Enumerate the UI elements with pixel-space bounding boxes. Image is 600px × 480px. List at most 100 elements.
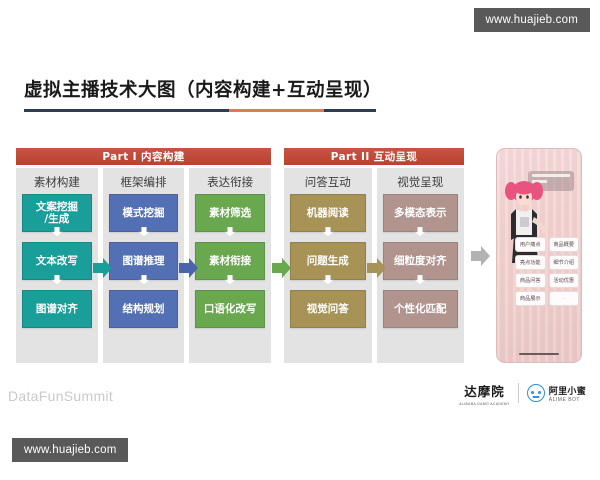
arrow-to-phone-container xyxy=(468,148,492,363)
column-1-title: 素材构建 xyxy=(33,175,80,189)
alime-bot-logo: 阿里小蜜 ALIME BOT xyxy=(526,384,586,403)
column-3-nodes: 素材筛选 素材衔接 口语化改写 xyxy=(195,194,266,356)
node-问题生成[interactable]: 问题生成 xyxy=(290,242,366,280)
node-素材衔接[interactable]: 素材衔接 xyxy=(195,242,266,280)
arrow-down-icon xyxy=(137,275,150,285)
alime-logo-en: ALIME BOT xyxy=(548,396,580,403)
column-5-title: 视觉呈现 xyxy=(397,175,444,189)
alime-face-icon xyxy=(526,384,545,403)
node-line-1: 多模态表示 xyxy=(394,206,447,219)
arrow-right-icon xyxy=(179,257,199,278)
datafunsummit-brand: DataFunSummit xyxy=(8,388,114,404)
arrow-right-icon xyxy=(92,257,112,278)
node-文案挖掘-生成[interactable]: 文案挖掘 /生成 xyxy=(22,194,92,232)
column-3-title: 表达衔接 xyxy=(207,175,254,189)
arrow-down-icon xyxy=(50,275,63,285)
arrow-down-icon xyxy=(414,227,427,237)
node-line-1: 图谱对齐 xyxy=(35,302,78,315)
node-机器阅读[interactable]: 机器阅读 xyxy=(290,194,366,232)
part-2-columns: 问答互动 机器阅读 问题生成 视觉问答 xyxy=(284,165,464,363)
phone-button-活动优惠[interactable]: 活动优惠 xyxy=(548,273,579,288)
node-文本改写[interactable]: 文本改写 xyxy=(22,242,92,280)
node-结构规划[interactable]: 结构规划 xyxy=(108,290,179,328)
phone-home-indicator xyxy=(519,352,559,355)
node-line-1: 素材衔接 xyxy=(209,254,252,267)
node-素材筛选[interactable]: 素材筛选 xyxy=(195,194,266,232)
part-2-group: Part II 互动呈现 问答互动 机器阅读 问题生成 xyxy=(284,148,464,363)
node-图谱对齐[interactable]: 图谱对齐 xyxy=(22,290,92,328)
column-4-nodes: 机器阅读 问题生成 视觉问答 xyxy=(290,194,366,356)
technology-map-diagram: Part I 内容构建 素材构建 文案挖掘 /生成 文本改写 xyxy=(16,148,584,363)
node-line-1: 图谱推理 xyxy=(122,254,165,267)
title-rule-accent-segment xyxy=(229,109,324,112)
node-line-1: 机器阅读 xyxy=(306,206,349,219)
column-5-nodes: 多模态表示 细粒度对齐 个性化匹配 xyxy=(382,194,458,356)
phone-button-用户痛点[interactable]: 用户痛点 xyxy=(515,237,546,252)
node-line-1: 问题生成 xyxy=(306,254,349,267)
node-line-1: 文案挖掘 xyxy=(35,200,78,213)
node-个性化匹配[interactable]: 个性化匹配 xyxy=(382,290,458,328)
title-rule-right-segment xyxy=(324,109,376,112)
part-1-banner: Part I 内容构建 xyxy=(16,148,271,165)
node-line-1: 文本改写 xyxy=(35,254,78,267)
column-素材构建[interactable]: 素材构建 文案挖掘 /生成 文本改写 图谱对齐 xyxy=(16,168,112,363)
phone-button-亮点功能[interactable]: 亮点功能 xyxy=(515,255,546,270)
node-line-1: 个性化匹配 xyxy=(394,302,447,315)
node-line-1: 素材筛选 xyxy=(209,206,252,219)
title-rule-left-segment xyxy=(24,109,229,112)
parts-container: Part I 内容构建 素材构建 文案挖掘 /生成 文本改写 xyxy=(16,148,468,363)
node-line-1: 结构规划 xyxy=(122,302,165,315)
damo-logo-en: ALIBABA DAMO ACADEMY xyxy=(459,401,510,406)
node-细粒度对齐[interactable]: 细粒度对齐 xyxy=(382,242,458,280)
node-line-1: 口语化改写 xyxy=(203,302,257,315)
page-title: 虚拟主播技术大图（内容构建+互动呈现） xyxy=(24,76,384,112)
arrow-down-icon xyxy=(414,275,427,285)
phone-button-商品问答[interactable]: 商品问答 xyxy=(515,273,546,288)
arrow-right-icon xyxy=(366,257,386,278)
node-line-1: 细粒度对齐 xyxy=(394,254,447,267)
page-title-text: 虚拟主播技术大图（内容构建+互动呈现） xyxy=(24,80,383,101)
part-2-banner: Part II 互动呈现 xyxy=(284,148,464,165)
column-4-title: 问答互动 xyxy=(304,175,351,189)
damo-academy-logo: 达摩院 ALIBABA DAMO ACADEMY xyxy=(459,381,510,406)
column-框架编排[interactable]: 框架编排 模式挖掘 图谱推理 结构规划 xyxy=(102,168,199,363)
arrow-down-icon xyxy=(224,227,237,237)
node-口语化改写[interactable]: 口语化改写 xyxy=(195,290,266,328)
alime-logo-text: 阿里小蜜 ALIME BOT xyxy=(549,384,586,403)
title-underline xyxy=(24,109,376,112)
column-1-nodes: 文案挖掘 /生成 文本改写 图谱对齐 xyxy=(22,194,92,356)
column-视觉呈现[interactable]: 视觉呈现 多模态表示 细粒度对齐 个性化匹配 xyxy=(376,168,464,363)
alime-logo-cn: 阿里小蜜 xyxy=(548,386,586,397)
arrow-right-icon xyxy=(272,257,292,278)
node-图谱推理[interactable]: 图谱推理 xyxy=(108,242,179,280)
watermark-top: www.huajieb.com xyxy=(473,8,590,32)
arrow-down-icon xyxy=(50,227,63,237)
phone-button-商品概要[interactable]: 商品概要 xyxy=(548,237,579,252)
node-line-1: 视觉问答 xyxy=(306,302,349,315)
column-2-nodes: 模式挖掘 图谱推理 结构规划 xyxy=(108,194,179,356)
column-表达衔接[interactable]: 表达衔接 素材筛选 素材衔接 口语化改写 xyxy=(189,168,292,363)
arrow-down-icon xyxy=(321,227,334,237)
column-问答互动[interactable]: 问答互动 机器阅读 问题生成 视觉问答 xyxy=(284,168,386,363)
chat-bubble-line xyxy=(532,174,570,177)
node-视觉问答[interactable]: 视觉问答 xyxy=(290,290,366,328)
damo-logo-cn: 达摩院 xyxy=(464,384,505,399)
arrow-down-icon xyxy=(224,275,237,285)
phone-button-细节介绍[interactable]: 细节介绍 xyxy=(548,255,579,270)
chat-bubble-line xyxy=(532,180,548,183)
column-2-title: 框架编排 xyxy=(120,175,167,189)
watermark-bottom: www.huajieb.com xyxy=(12,438,129,462)
phone-button-商品展示[interactable]: 商品展示 xyxy=(515,291,546,306)
footer-logos: 达摩院 ALIBABA DAMO ACADEMY 阿里小蜜 ALIME BOT xyxy=(459,381,586,406)
node-line-2: /生成 xyxy=(44,213,70,225)
node-line-1: 模式挖掘 xyxy=(122,206,165,219)
logo-divider xyxy=(517,383,519,404)
part-1-group: Part I 内容构建 素材构建 文案挖掘 /生成 文本改写 xyxy=(16,148,292,363)
phone-button-more[interactable]: ··· xyxy=(548,291,579,306)
alime-mouth-icon xyxy=(532,396,540,398)
arrow-down-icon xyxy=(137,227,150,237)
arrow-down-icon xyxy=(321,275,334,285)
part-1-columns: 素材构建 文案挖掘 /生成 文本改写 图谱对齐 xyxy=(16,165,292,363)
arrow-right-icon xyxy=(470,245,490,266)
